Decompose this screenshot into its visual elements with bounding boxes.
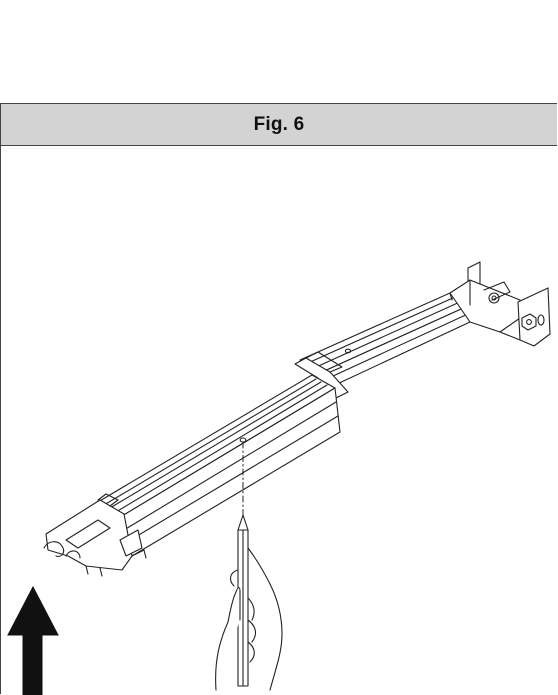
- figure-header: Fig. 6: [1, 104, 557, 146]
- inner-arm-tube: [97, 374, 341, 557]
- rear-mounting-bracket: [449, 261, 551, 347]
- up-arrow-icon: [7, 585, 59, 695]
- hand-holding-pencil-icon: [215, 514, 283, 691]
- figure-frame: Fig. 6: [0, 103, 557, 694]
- front-clevis-bracket: [43, 493, 147, 577]
- outer-arm-tube: [299, 292, 471, 393]
- figure-title: Fig. 6: [253, 113, 305, 135]
